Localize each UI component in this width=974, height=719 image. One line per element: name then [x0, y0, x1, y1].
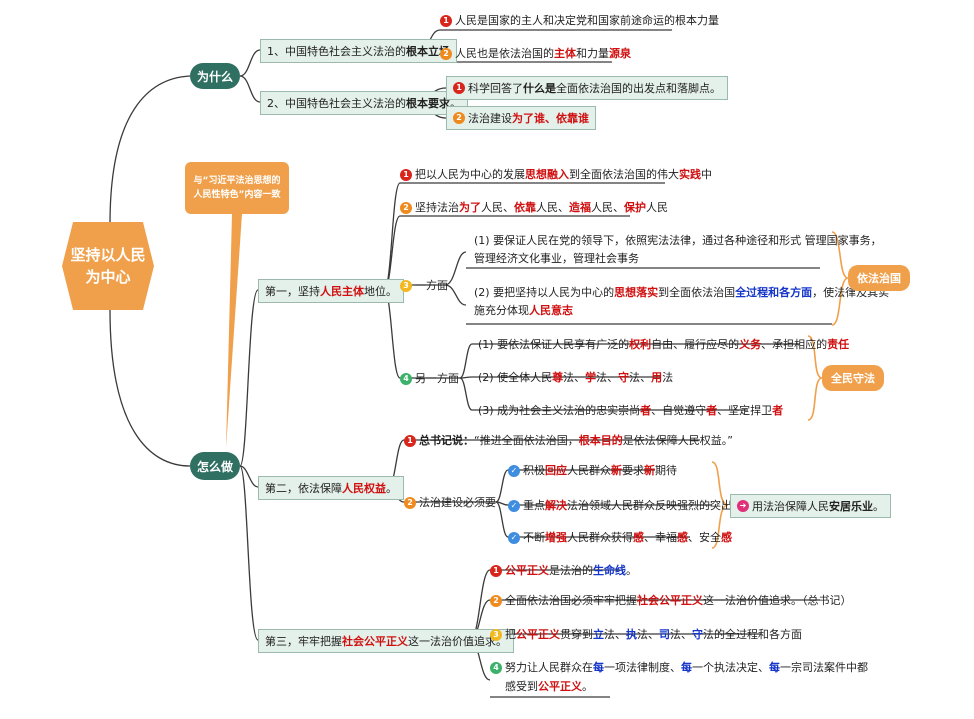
why-b1-text: 1、中国特色社会主义法治的: [267, 45, 406, 58]
check-circle-icon: ✓: [508, 500, 520, 512]
number-badge-icon: 2: [400, 202, 412, 214]
why-node[interactable]: 为什么: [190, 63, 240, 89]
callout-note[interactable]: 与“习近平法治思想的 人民性特色”内容一致: [185, 162, 289, 214]
s2-result[interactable]: ➜用法治保障人民安居乐业。: [730, 494, 891, 518]
how-node[interactable]: 怎么做: [190, 452, 240, 480]
why-b1-highlight: 根本立场: [406, 45, 450, 58]
number-badge-icon: 3: [490, 629, 502, 641]
number-badge-icon: 2: [490, 595, 502, 607]
number-badge-icon: 1: [404, 435, 416, 447]
how-label: 怎么做: [196, 459, 233, 474]
number-badge-icon: 3: [400, 280, 412, 292]
tag-rule-by-law[interactable]: 依法治国: [848, 265, 910, 291]
number-badge-icon: 1: [440, 15, 452, 27]
s1-i3-point-1[interactable]: (1) 要保证人民在党的领导下，依照宪法法律，通过各种途径和形式 管理国家事务，…: [474, 234, 882, 265]
note-line-2: 人民性特色”内容一致: [193, 190, 281, 200]
number-badge-icon: 2: [404, 497, 416, 509]
check-circle-icon: ✓: [508, 465, 520, 477]
root-title-line1: 坚持以人民: [70, 246, 146, 264]
number-badge-icon: 1: [453, 82, 465, 94]
how-step-1[interactable]: 第一，坚持人民主体地位。: [258, 279, 404, 303]
why-label: 为什么: [196, 69, 233, 84]
root-node[interactable]: 坚持以人民 为中心: [62, 222, 154, 310]
number-badge-icon: 4: [490, 662, 502, 674]
tag-law-abiding[interactable]: 全民守法: [822, 365, 884, 391]
s2-i2-point-2[interactable]: ✓重点解决法治领域人民群众反映强烈的突出问题: [508, 497, 754, 513]
s2-i2-point-3[interactable]: ✓不断增强人民群众获得感、幸福感、安全感: [508, 529, 732, 545]
number-badge-icon: 4: [400, 373, 412, 385]
how-step-3[interactable]: 第三，牢牢把握社会公平正义这一法治价值追求。: [258, 629, 514, 653]
number-badge-icon: 2: [440, 48, 452, 60]
number-badge-icon: 1: [490, 565, 502, 577]
arrow-right-icon: ➜: [737, 500, 749, 512]
root-title-line2: 为中心: [85, 268, 131, 286]
why-branch-2[interactable]: 2、中国特色社会主义法治的根本要求。: [260, 91, 468, 115]
s2-i2-point-1[interactable]: ✓积极回应人民群众新要求新期待: [508, 462, 677, 478]
s1-i4-point-1[interactable]: (1) 要依法保证人民享有广泛的权利自由、履行应尽的义务、承担相应的责任: [478, 338, 850, 351]
number-badge-icon: 2: [453, 112, 465, 124]
note-line-1: 与“习近平法治思想的: [193, 176, 281, 186]
s1-i4-point-2[interactable]: (2) 使全体人民尊法、学法、守法、用法: [478, 371, 674, 384]
how-step-2[interactable]: 第二，依法保障人民权益。: [258, 476, 404, 500]
s1-i4-point-3[interactable]: (3) 成为社会主义法治的忠实崇尚者、自觉遵守者、坚定捍卫者: [478, 404, 784, 417]
check-circle-icon: ✓: [508, 532, 520, 544]
number-badge-icon: 1: [400, 169, 412, 181]
s1-i3-point-2[interactable]: (2) 要把坚持以人民为中心的思想落实到全面依法治国全过程和各方面，使法律及其实…: [474, 286, 890, 317]
why-branch-1[interactable]: 1、中国特色社会主义法治的根本立场: [260, 39, 457, 63]
why-b2-text: 2、中国特色社会主义法治的: [267, 97, 406, 110]
